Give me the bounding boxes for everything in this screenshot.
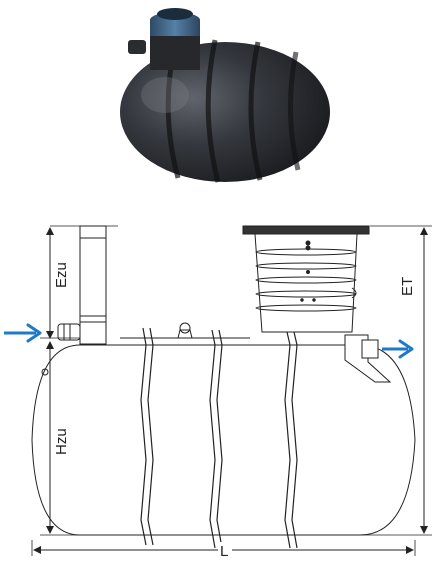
- tank-outline: [31, 344, 416, 536]
- rib-2b: [216, 329, 223, 549]
- label-l-bg: [218, 542, 232, 558]
- rib-3: [284, 331, 291, 549]
- outlet-flow-arrowhead: [398, 339, 414, 359]
- label-et: ET: [399, 277, 416, 296]
- shaft-dot: [306, 270, 310, 274]
- tank-photo: [120, 8, 330, 183]
- tank-cap-ring: [150, 20, 200, 36]
- manhole-lid: [242, 225, 370, 235]
- rib-2: [209, 329, 216, 549]
- lifting-lug: [179, 322, 191, 334]
- label-hzu: Hzu: [53, 428, 70, 455]
- label-l: L: [220, 543, 228, 560]
- tank-cap-opening: [157, 8, 193, 20]
- tank-rib: [287, 51, 301, 171]
- inlet-flow-arrowhead: [26, 323, 42, 343]
- tank-rib: [205, 39, 221, 183]
- label-ezu: Ezu: [53, 262, 70, 288]
- dimension-labels: Ezu Hzu ET L: [53, 262, 416, 560]
- rib-1: [140, 327, 147, 546]
- tank-rib: [248, 41, 263, 181]
- outlet-connector: [361, 339, 379, 359]
- shaft-side-opening: [351, 287, 357, 299]
- shaft-rib: [255, 304, 357, 312]
- inlet-pipe: [79, 225, 107, 345]
- shaft-dot: [305, 240, 311, 246]
- shaft-dot: [305, 245, 311, 251]
- tank-ribs: [140, 327, 298, 549]
- shaft-rib: [255, 276, 357, 284]
- shaft-rib: [255, 262, 357, 270]
- rib-1b: [147, 327, 154, 546]
- tank-highlight: [141, 77, 189, 113]
- shaft-dot: [300, 298, 304, 302]
- flow-arrows: [4, 323, 414, 359]
- lifting-lug-base: [177, 329, 193, 339]
- tank-drawing: [31, 225, 432, 556]
- side-nozzle: [128, 40, 146, 54]
- rib-3b: [291, 331, 298, 549]
- shaft-dot: [312, 298, 316, 302]
